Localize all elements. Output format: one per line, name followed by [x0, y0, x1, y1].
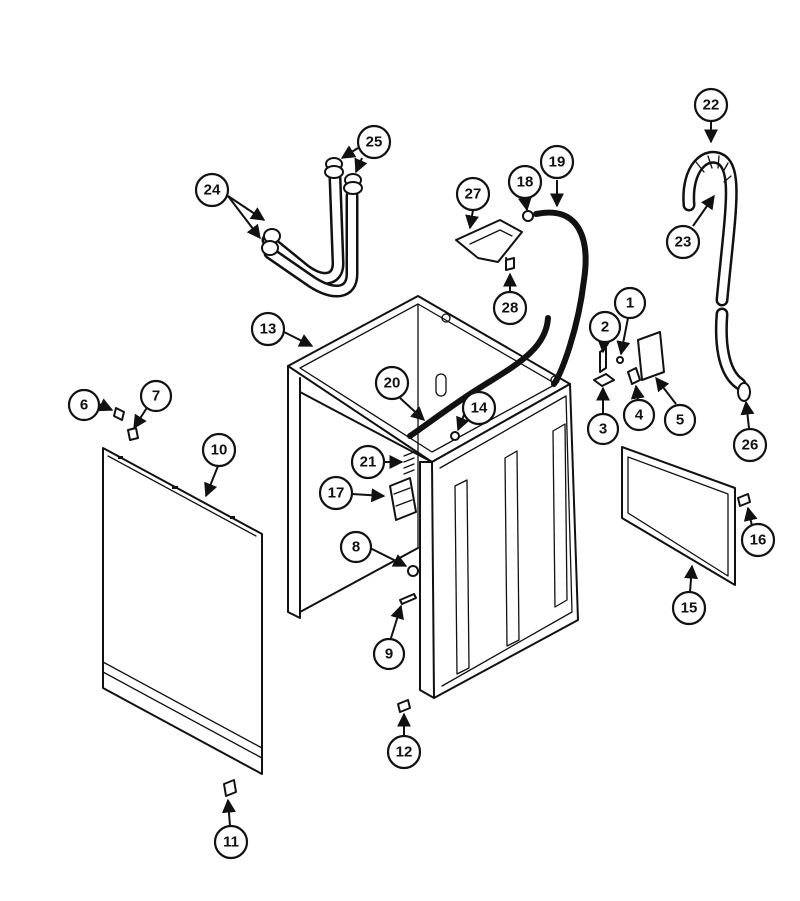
callout-label: 6: [80, 397, 88, 414]
callout-17: 17: [318, 475, 354, 511]
callout-23: 23: [665, 224, 701, 260]
callout-28: 28: [492, 290, 528, 326]
callout-label: 16: [750, 532, 767, 549]
callout-3: 3: [586, 412, 620, 446]
callout-26: 26: [732, 427, 768, 463]
callout-12: 12: [386, 734, 422, 770]
callout-27: 27: [455, 176, 491, 212]
callout-7: 7: [139, 379, 173, 413]
callout-16: 16: [740, 522, 776, 558]
callout-label: 18: [517, 174, 534, 191]
callout-1: 1: [613, 286, 647, 320]
callout-label: 7: [152, 388, 160, 405]
callout-24: 24: [194, 172, 230, 208]
callout-label: 25: [366, 134, 383, 151]
callout-label: 15: [681, 600, 698, 617]
callout-22: 22: [693, 87, 729, 123]
callout-label: 20: [384, 375, 401, 392]
callout-label: 23: [675, 234, 692, 251]
callout-19: 19: [539, 144, 575, 180]
callout-5: 5: [663, 403, 697, 437]
callout-10: 10: [201, 432, 237, 468]
front-panel: [102, 447, 263, 775]
callout-label: 8: [352, 539, 360, 556]
callout-label: 12: [396, 744, 413, 761]
callout-13: 13: [250, 311, 286, 347]
callout-label: 3: [599, 421, 607, 438]
fill-hoses: [261, 157, 363, 298]
callout-label: 24: [204, 182, 221, 199]
callout-11: 11: [213, 824, 249, 860]
callout-label: 4: [635, 407, 644, 424]
callout-label: 27: [465, 186, 482, 203]
callout-6: 6: [67, 388, 101, 422]
callout-label: 28: [502, 300, 519, 317]
callout-label: 14: [471, 400, 488, 417]
callout-label: 21: [360, 454, 377, 471]
small-parts: [113, 257, 751, 797]
callout-9: 9: [372, 637, 406, 671]
callout-15: 15: [671, 590, 707, 626]
callout-label: 11: [223, 834, 239, 851]
callout-14: 14: [461, 390, 497, 426]
callout-label: 13: [260, 321, 277, 338]
callout-label: 9: [385, 646, 393, 663]
callout-8: 8: [339, 530, 373, 564]
callout-label: 26: [742, 437, 759, 454]
callout-label: 10: [211, 442, 228, 459]
callout-2: 2: [588, 310, 622, 344]
callout-label: 22: [703, 97, 720, 114]
callout-4: 4: [622, 398, 656, 432]
rear-access-panel: [621, 446, 736, 586]
callout-label: 2: [601, 319, 609, 336]
callout-21: 21: [350, 444, 386, 480]
callout-label: 17: [328, 485, 345, 502]
callout-18: 18: [507, 164, 543, 200]
callout-20: 20: [374, 365, 410, 401]
callout-label: 19: [549, 154, 566, 171]
callout-25: 25: [356, 124, 392, 160]
leader-lines: [97, 122, 758, 827]
drain-hose: [682, 150, 751, 402]
callout-label: 1: [626, 295, 634, 312]
callout-label: 5: [676, 412, 684, 429]
